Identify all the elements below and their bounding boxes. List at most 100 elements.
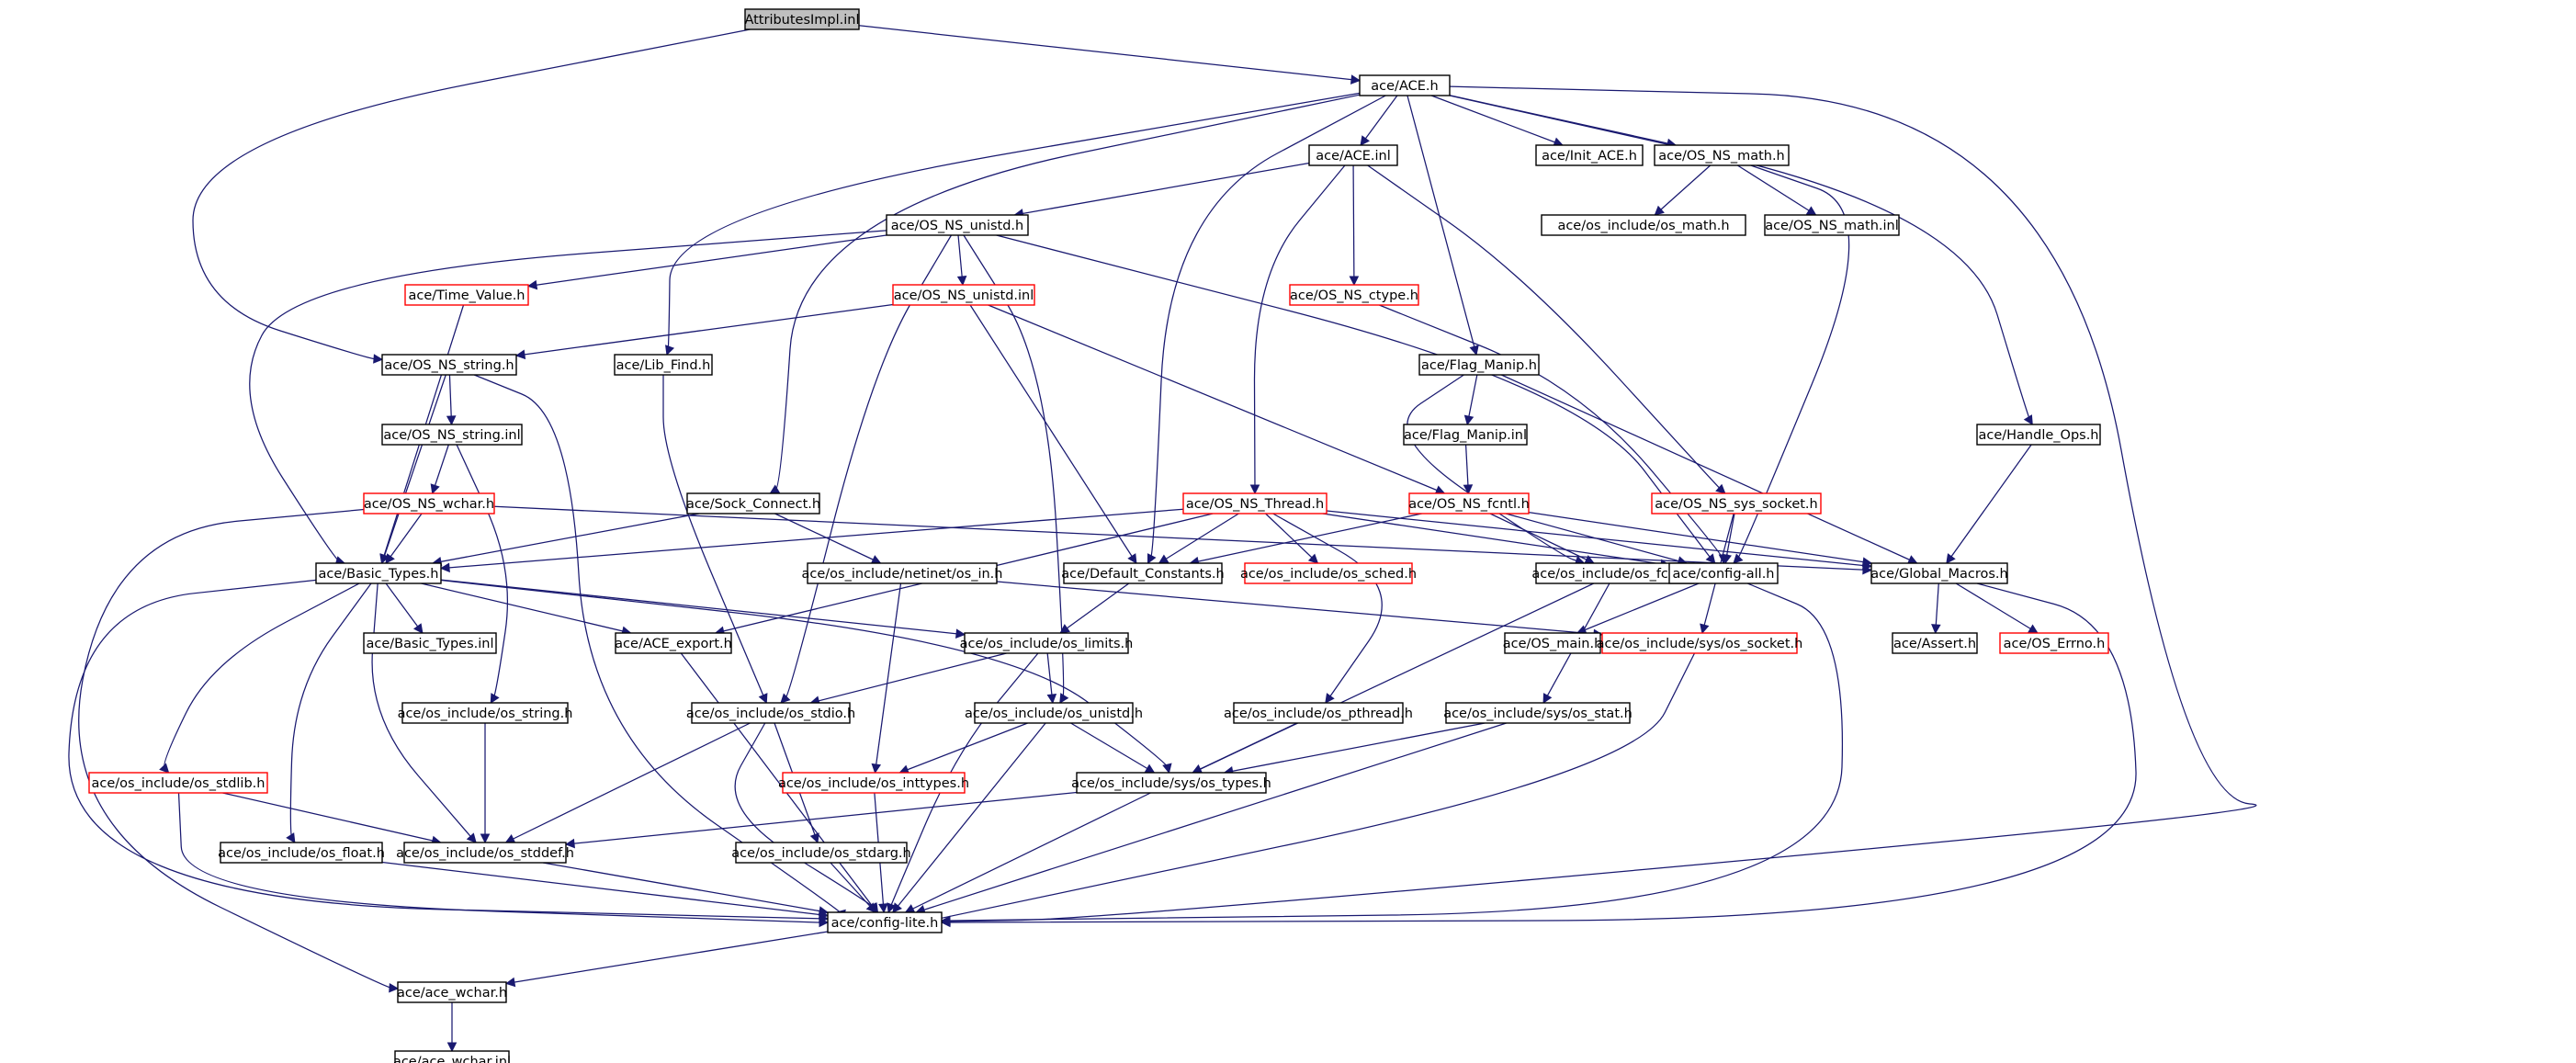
edge-netinet_in-to-sys_os_socket [996, 581, 1604, 639]
node-assert-h[interactable]: ace/Assert.h [1892, 632, 1978, 654]
node-ace-wchar-inl[interactable]: ace/ace_wchar.inl [393, 1050, 511, 1063]
arrowhead [385, 553, 395, 564]
node-os-ns-ctype[interactable]: ace/OS_NS_ctype.h [1289, 284, 1419, 306]
node-os-ns-unistd-inl[interactable]: ace/OS_NS_unistd.inl [892, 284, 1035, 306]
arrowhead [412, 623, 424, 634]
edge-os_ns_unistd_inl-to-os_ns_string_h [514, 303, 894, 360]
node-ace-export[interactable]: ace/ACE_export.h [615, 632, 732, 654]
edge-sys_os_stat-to-config_lite [915, 722, 1507, 915]
edge-global_macros-to-os_errno [1955, 582, 2039, 634]
edge-line [527, 234, 887, 288]
node-label: ace/OS_NS_unistd.h [891, 219, 1023, 233]
arrowhead [769, 484, 781, 494]
node-box [886, 214, 1029, 236]
node-os-stdio[interactable]: ace/os_include/os_stdio.h [686, 702, 855, 724]
node-netinet-in[interactable]: ace/os_include/netinet/os_in.h [802, 562, 1003, 584]
arrowhead [1463, 484, 1474, 495]
arrowhead [159, 763, 170, 774]
node-handle-ops[interactable]: ace/Handle_Ops.h [1976, 424, 2101, 446]
arrowhead [1906, 555, 1918, 564]
edge-line [830, 862, 876, 913]
node-os-errno[interactable]: ace/OS_Errno.h [1999, 632, 2109, 654]
node-label: ace/OS_NS_string.h [384, 358, 514, 373]
node-os-ns-string-h[interactable]: ace/OS_NS_string.h [381, 354, 517, 376]
edge-line [1489, 513, 1595, 564]
node-label: ace/os_include/sys/os_socket.h [1597, 637, 1803, 651]
node-os-string[interactable]: ace/os_include/os_string.h [398, 702, 573, 724]
edge-line [1192, 722, 1298, 774]
node-os-unistd[interactable]: ace/os_include/os_unistd.h [965, 702, 1143, 724]
node-os-float[interactable]: ace/os_include/os_float.h [218, 842, 385, 864]
node-sock-connect[interactable]: ace/Sock_Connect.h [686, 492, 820, 515]
arrowhead [480, 833, 491, 844]
node-os-pthread[interactable]: ace/os_include/os_pthread.h [1224, 702, 1413, 724]
node-os-ns-thread[interactable]: ace/OS_NS_Thread.h [1182, 492, 1328, 515]
node-root[interactable]: AttributesImpl.inl [744, 8, 860, 30]
node-os-stddef[interactable]: ace/os_include/os_stddef.h [396, 842, 574, 864]
node-box [381, 354, 517, 376]
edge-line [874, 582, 902, 774]
node-os-fcntl[interactable]: ace/os_include/os_fcntl.h [1531, 562, 1699, 584]
node-os-ns-fcntl[interactable]: ace/OS_NS_fcntl.h [1408, 492, 1530, 515]
edge-line [289, 582, 372, 843]
node-global-macros[interactable]: ace/Global_Macros.h [1870, 562, 2008, 584]
node-time-value[interactable]: ace/Time_Value.h [404, 284, 529, 306]
node-basic-types-h[interactable]: ace/Basic_Types.h [315, 562, 442, 584]
node-config-lite[interactable]: ace/config-lite.h [827, 911, 943, 933]
node-label: ace/os_include/os_float.h [218, 846, 385, 861]
node-box [1541, 214, 1746, 236]
nodes-layer: AttributesImpl.inl ace/ACE.h ace/ACE.inl ac… [88, 8, 2109, 1063]
node-ace-h[interactable]: ace/ACE.h [1359, 74, 1451, 96]
edge-line [473, 374, 842, 914]
node-os-inttypes[interactable]: ace/os_include/os_inttypes.h [778, 772, 969, 794]
node-sys-os-socket[interactable]: ace/os_include/sys/os_socket.h [1597, 632, 1803, 654]
edge-ace_h-to-default_constants [1147, 95, 1386, 564]
node-os-ns-wchar[interactable]: ace/OS_NS_wchar.h [363, 492, 495, 515]
node-sys-os-stat[interactable]: ace/os_include/sys/os_stat.h [1443, 702, 1633, 724]
edge-line [371, 582, 477, 843]
node-os-ns-string-inl[interactable]: ace/OS_NS_string.inl [381, 424, 523, 446]
arrowhead [1325, 693, 1335, 704]
edge-os_ns_thread-to-basic_types_h [439, 508, 1184, 573]
node-box [614, 354, 713, 376]
node-os-math-h[interactable]: ace/os_include/os_math.h [1541, 214, 1746, 236]
node-os-stdarg[interactable]: ace/os_include/os_stdarg.h [731, 842, 911, 864]
node-lib-find[interactable]: ace/Lib_Find.h [614, 354, 713, 376]
node-sys-os-types[interactable]: ace/os_include/sys/os_types.h [1071, 772, 1271, 794]
arrowhead [1046, 693, 1057, 705]
arrowhead [1059, 693, 1069, 704]
edge-os_ns_wchar-to-basic_types_h [385, 513, 423, 564]
node-os-main[interactable]: ace/OS_main.h [1503, 632, 1603, 654]
node-os-ns-math-h[interactable]: ace/OS_NS_math.h [1654, 144, 1790, 166]
node-flag-manip-h[interactable]: ace/Flag_Manip.h [1418, 354, 1540, 376]
node-init-ace[interactable]: ace/Init_ACE.h [1535, 144, 1644, 166]
node-box [686, 492, 820, 515]
edge-line [892, 722, 1046, 913]
node-label: ace/OS_NS_string.inl [383, 428, 520, 443]
edge-os_limits-to-os_unistd [1046, 652, 1057, 705]
node-label: ace/os_include/os_stdlib.h [92, 776, 266, 791]
edge-line [164, 582, 360, 774]
arrowhead [1162, 763, 1172, 775]
edge-line [1014, 162, 1310, 216]
edge-line [440, 579, 966, 636]
node-os-limits[interactable]: ace/os_include/os_limits.h [960, 632, 1134, 654]
node-label: ace/Assert.h [1893, 637, 1976, 651]
node-default-constants[interactable]: ace/Default_Constants.h [1061, 562, 1225, 584]
node-basic-types-inl[interactable]: ace/Basic_Types.inl [363, 632, 497, 654]
node-os-sched[interactable]: ace/os_include/os_sched.h [1240, 562, 1417, 584]
edge-line [1224, 722, 1486, 774]
node-box [1308, 144, 1398, 166]
node-os-stdlib[interactable]: ace/os_include/os_stdlib.h [88, 772, 268, 794]
arrowhead [504, 834, 516, 843]
node-flag-manip-inl[interactable]: ace/Flag_Manip.inl [1403, 424, 1528, 446]
node-label: ace/os_include/os_math.h [1557, 219, 1729, 233]
node-os-ns-math-inl[interactable]: ace/OS_NS_math.inl [1764, 214, 1900, 236]
node-config-all[interactable]: ace/config-all.h [1668, 562, 1779, 584]
node-ace-wchar-h[interactable]: ace/ace_wchar.h [397, 981, 507, 1003]
node-os-ns-unistd-h[interactable]: ace/OS_NS_unistd.h [886, 214, 1029, 236]
node-os-ns-sys-socket[interactable]: ace/OS_NS_sys_socket.h [1651, 492, 1822, 515]
edge-line [938, 652, 1696, 920]
node-ace-inl[interactable]: ace/ACE.inl [1308, 144, 1398, 166]
arrowhead [1861, 557, 1873, 567]
